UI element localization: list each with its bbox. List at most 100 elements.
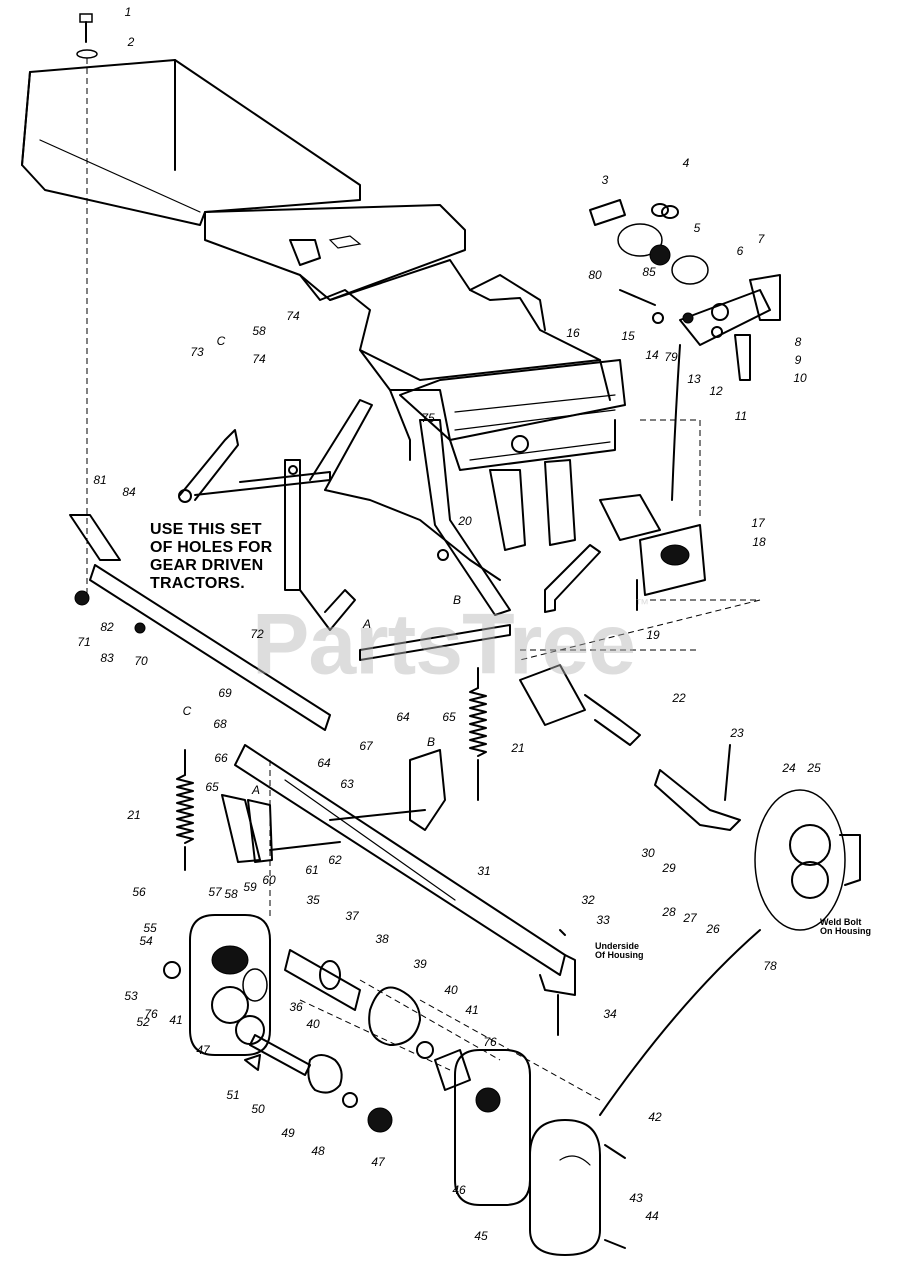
callout-label: 29 xyxy=(662,861,676,875)
callout-label: 83 xyxy=(100,651,114,665)
callout-label: 68 xyxy=(213,717,227,731)
callout-label: 19 xyxy=(646,628,660,642)
hole-set-note: USE THIS SET OF HOLES FOR GEAR DRIVEN TR… xyxy=(150,521,280,593)
callout-label: 74 xyxy=(286,309,300,323)
callout-label: 64 xyxy=(317,756,331,770)
callout-label: C xyxy=(216,334,226,348)
housing-tube xyxy=(234,744,576,1036)
callout-label: 61 xyxy=(305,863,319,877)
note-line: OF HOLES FOR xyxy=(150,539,273,556)
callout-label: 55 xyxy=(143,921,157,935)
callout-label: 9 xyxy=(794,353,802,367)
callout-label: 80 xyxy=(588,268,602,282)
main-frame xyxy=(21,59,626,471)
callout-label: 58 xyxy=(224,887,238,901)
callout-label: A xyxy=(251,783,261,797)
callout-label: 78 xyxy=(763,959,777,973)
callout-label: 75 xyxy=(421,411,435,425)
callout-label: A xyxy=(362,617,372,631)
callout-label: 12 xyxy=(709,384,723,398)
callout-label: 76 xyxy=(144,1007,158,1021)
callout-label: 54 xyxy=(139,934,153,948)
callout-label: 2 xyxy=(127,35,135,49)
callout-label: 46 xyxy=(452,1183,466,1197)
partstree-watermark: PartsTree™ xyxy=(252,595,649,695)
callout-label: 39 xyxy=(413,957,427,971)
gear-case-left xyxy=(163,914,271,1056)
callout-label: 17 xyxy=(751,516,765,530)
callout-label: 36 xyxy=(289,1000,303,1014)
callout-label: 11 xyxy=(734,409,748,423)
callout-label: 66 xyxy=(214,751,228,765)
callout-label: C xyxy=(182,704,192,718)
watermark-trademark: ™ xyxy=(635,595,649,612)
callout-label: 59 xyxy=(243,880,257,894)
callout-label: 57 xyxy=(208,885,222,899)
callout-label: 72 xyxy=(250,627,264,641)
callout-label: 53 xyxy=(124,989,138,1003)
callout-label: 44 xyxy=(645,1209,659,1223)
callout-label: 69 xyxy=(218,686,232,700)
callout-label: 43 xyxy=(629,1191,643,1205)
callout-label: 26 xyxy=(706,922,720,936)
callout-label: 40 xyxy=(444,983,458,997)
note-line: Weld Bolt xyxy=(820,917,862,927)
callout-label: 45 xyxy=(474,1229,488,1243)
callout-label: 30 xyxy=(641,846,655,860)
callout-label: 40 xyxy=(306,1017,320,1031)
callout-label: 74 xyxy=(252,352,266,366)
callout-label: 7 xyxy=(757,232,765,246)
callout-label: 47 xyxy=(371,1155,385,1169)
callout-label: 22 xyxy=(672,691,686,705)
callout-label: 14 xyxy=(645,348,659,362)
callout-label: 41 xyxy=(465,1003,479,1017)
callout-label: 15 xyxy=(621,329,635,343)
callout-label: 5 xyxy=(693,221,701,235)
callout-label: 37 xyxy=(345,909,359,923)
gear-shaft xyxy=(284,949,471,1091)
callout-label: B xyxy=(426,735,436,749)
note-line: Of Housing xyxy=(595,950,644,960)
callout-label: 42 xyxy=(648,1110,662,1124)
bracket-20 xyxy=(489,459,576,551)
callout-label: 27 xyxy=(683,911,697,925)
gasket-cover-right xyxy=(454,929,761,1256)
callout-label: 82 xyxy=(100,620,114,634)
callout-label: 34 xyxy=(603,1007,617,1021)
callout-label: 49 xyxy=(281,1126,295,1140)
callout-label: 67 xyxy=(359,739,373,753)
callout-label: 25 xyxy=(807,761,821,775)
weld-bolt-note: Weld Bolt On Housing xyxy=(820,918,871,936)
callout-label: 73 xyxy=(190,345,204,359)
callout-label: 47 xyxy=(196,1043,210,1057)
callout-label: 3 xyxy=(601,173,609,187)
callout-label: 84 xyxy=(122,485,136,499)
callout-label: 21 xyxy=(511,741,525,755)
callout-label: 18 xyxy=(752,535,766,549)
note-line: TRACTORS. xyxy=(150,575,245,592)
callout-label: 64 xyxy=(396,710,410,724)
lift-linkage xyxy=(178,399,601,661)
callout-label: 60 xyxy=(262,873,276,887)
arm-assembly-left xyxy=(221,749,446,863)
lower-shaft xyxy=(244,1034,393,1133)
callout-label: 48 xyxy=(311,1144,325,1158)
callout-label: 63 xyxy=(340,777,354,791)
callout-label: 24 xyxy=(782,761,796,775)
bearing-assembly-upper xyxy=(589,199,781,501)
callout-label: 76 xyxy=(483,1035,497,1049)
underside-housing-note: Underside Of Housing xyxy=(595,942,644,960)
callout-label: 16 xyxy=(566,326,580,340)
callout-label: 50 xyxy=(251,1102,265,1116)
callout-label: 6 xyxy=(736,244,744,258)
spring-21-left xyxy=(176,749,194,871)
callout-label: 35 xyxy=(306,893,320,907)
spring-21-right xyxy=(469,667,487,801)
callout-label: 65 xyxy=(205,780,219,794)
callout-label: 65 xyxy=(442,710,456,724)
callout-label: 81 xyxy=(93,473,107,487)
callout-label: 41 xyxy=(169,1013,183,1027)
bar-70 xyxy=(69,514,331,731)
bolt-washer-top xyxy=(76,13,98,600)
